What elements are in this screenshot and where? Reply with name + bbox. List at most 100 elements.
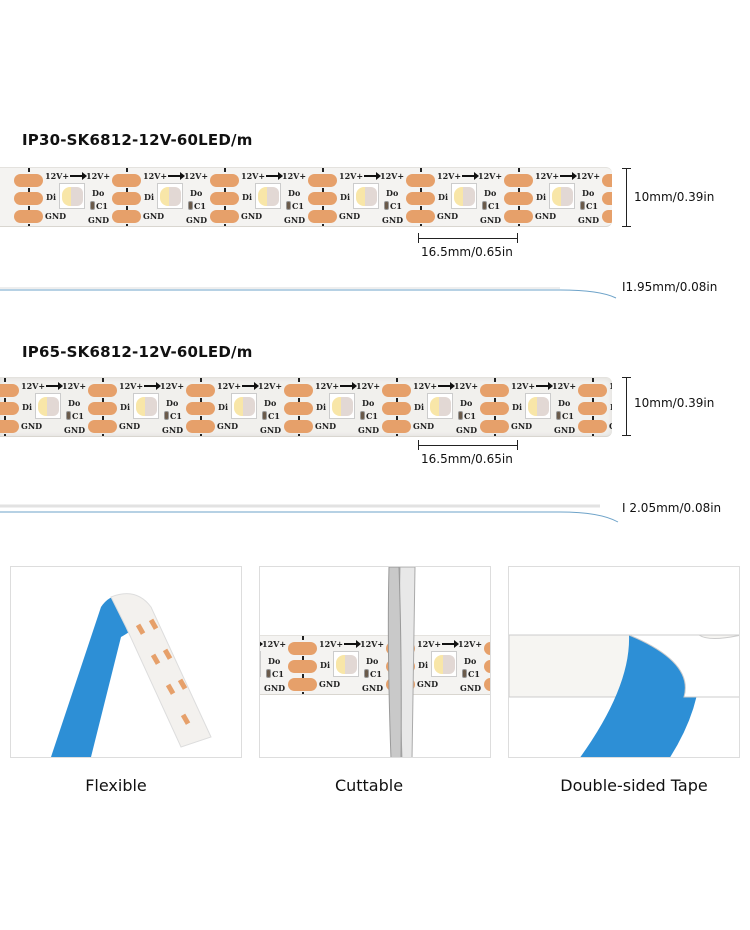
solder-pad bbox=[186, 402, 215, 415]
label-gnd: GND bbox=[382, 215, 404, 225]
capacitor-icon bbox=[90, 201, 95, 210]
label-gnd: GND bbox=[260, 425, 282, 435]
cut-mark bbox=[200, 434, 202, 436]
solder-pad bbox=[480, 384, 509, 397]
capacitor-icon bbox=[384, 201, 389, 210]
capacitor-icon bbox=[286, 201, 291, 210]
solder-pad bbox=[0, 402, 19, 415]
cut-mark bbox=[322, 206, 324, 210]
capacitor-icon bbox=[262, 411, 267, 420]
solder-pad bbox=[480, 402, 509, 415]
width-dimension-line bbox=[626, 377, 627, 435]
feature-panel-tape bbox=[508, 566, 740, 758]
dimension-tick bbox=[622, 377, 631, 378]
cut-mark bbox=[302, 674, 304, 678]
cut-mark bbox=[518, 188, 520, 192]
cut-mark bbox=[322, 168, 324, 172]
data-direction-arrow-icon bbox=[462, 172, 479, 180]
label-12v: 12V+ bbox=[282, 171, 307, 181]
label-12v: 12V+ bbox=[356, 381, 381, 391]
data-direction-arrow-icon bbox=[344, 640, 361, 648]
solder-pad bbox=[382, 402, 411, 415]
data-direction-arrow-icon bbox=[560, 172, 577, 180]
width-label: 10mm/0.39in bbox=[634, 190, 715, 204]
label-12v: 12V+ bbox=[86, 171, 111, 181]
label-do: Do bbox=[288, 188, 301, 198]
scissors-icon bbox=[387, 567, 416, 757]
solder-pad bbox=[88, 384, 117, 397]
capacitor-icon bbox=[556, 411, 561, 420]
label-do: Do bbox=[484, 188, 497, 198]
solder-pad bbox=[186, 420, 215, 433]
label-12v: 12V+ bbox=[143, 171, 168, 181]
cut-mark bbox=[518, 206, 520, 210]
thickness-icon: I bbox=[622, 501, 630, 515]
cut-mark bbox=[126, 188, 128, 192]
rgbw-led-chip bbox=[549, 183, 575, 209]
cut-mark bbox=[126, 206, 128, 210]
label-di: Di bbox=[414, 402, 424, 412]
label-gnd: GND bbox=[319, 679, 341, 689]
cut-mark bbox=[396, 416, 398, 420]
rgbw-led-chip bbox=[525, 393, 551, 419]
label-12v: 12V+ bbox=[552, 381, 577, 391]
solder-pad bbox=[14, 192, 43, 205]
label-di: Di bbox=[536, 192, 546, 202]
label-12v: 12V+ bbox=[160, 381, 185, 391]
label-c1: C1 bbox=[292, 201, 304, 211]
rgbw-led-chip bbox=[353, 183, 379, 209]
label-gnd: GND bbox=[186, 215, 208, 225]
data-direction-arrow-icon bbox=[340, 382, 357, 390]
solder-pad bbox=[288, 678, 317, 691]
label-gnd: GND bbox=[339, 211, 361, 221]
label-c1: C1 bbox=[194, 201, 206, 211]
thickness-value: 1.95mm/0.08in bbox=[625, 280, 718, 294]
cut-mark bbox=[592, 434, 594, 436]
label-gnd: GND bbox=[264, 683, 286, 693]
label-gnd: GND bbox=[64, 425, 86, 435]
cut-mark bbox=[102, 416, 104, 420]
cut-mark bbox=[322, 224, 324, 226]
data-direction-arrow-icon bbox=[70, 172, 87, 180]
cut-mark bbox=[302, 656, 304, 660]
data-direction-arrow-icon bbox=[442, 640, 459, 648]
label-c1: C1 bbox=[272, 669, 284, 679]
thickness-value: 2.05mm/0.08in bbox=[629, 501, 722, 515]
solder-pad bbox=[308, 174, 337, 187]
label-12v: 12V+ bbox=[21, 381, 46, 391]
cut-mark bbox=[494, 416, 496, 420]
strip-side-view-ip30 bbox=[0, 287, 617, 299]
label-gnd: GND bbox=[143, 211, 165, 221]
cut-mark bbox=[518, 168, 520, 172]
label-gnd: GND bbox=[554, 425, 576, 435]
pitch-dimension-line bbox=[418, 445, 518, 446]
pitch-label: 16.5mm/0.65in bbox=[421, 245, 513, 259]
solder-pad bbox=[88, 402, 117, 415]
label-gnd: GND bbox=[460, 683, 482, 693]
label-gnd: GND bbox=[21, 421, 43, 431]
label-12v: 12V+ bbox=[217, 381, 242, 391]
label-c1: C1 bbox=[488, 201, 500, 211]
label-gnd: GND bbox=[362, 683, 384, 693]
cut-mark bbox=[420, 224, 422, 226]
rgbw-led-chip bbox=[35, 393, 61, 419]
thickness-label: I1.95mm/0.08in bbox=[622, 280, 717, 294]
label-gnd: GND bbox=[437, 211, 459, 221]
solder-pad bbox=[406, 210, 435, 223]
label-12v: 12V+ bbox=[119, 381, 144, 391]
solder-pad bbox=[504, 174, 533, 187]
solder-pad bbox=[578, 402, 607, 415]
label-do: Do bbox=[386, 188, 399, 198]
label-gnd: GND bbox=[609, 421, 612, 431]
solder-pad bbox=[308, 210, 337, 223]
label-12v: 12V+ bbox=[437, 171, 462, 181]
double-sided-tape-image bbox=[509, 634, 739, 757]
capacitor-icon bbox=[266, 669, 271, 678]
rgbw-led-chip bbox=[451, 183, 477, 209]
